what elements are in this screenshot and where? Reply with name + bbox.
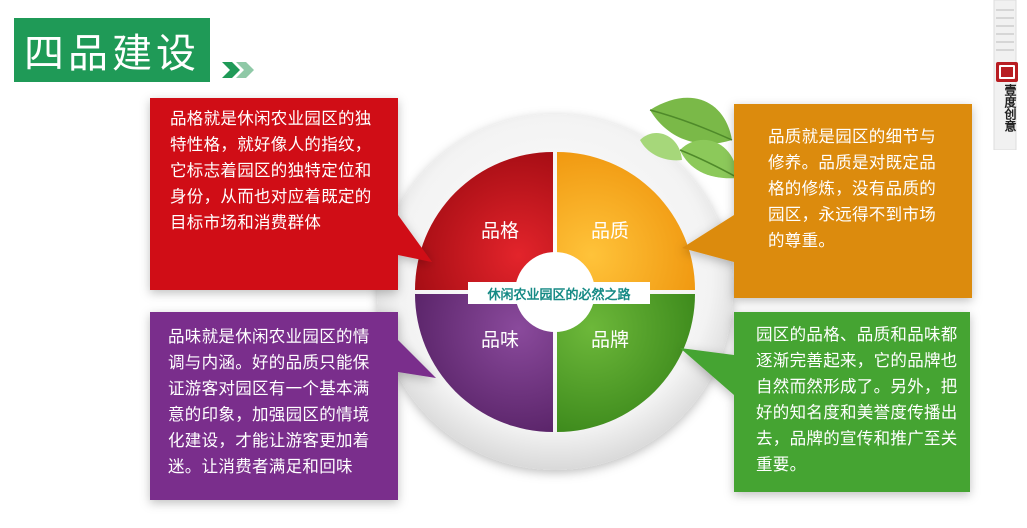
- description-pinzhi: 品质就是园区的细节与修养。品质是对既定品格的修炼，没有品质的园区，永远得不到市场…: [768, 127, 936, 250]
- center-label: 休闲农业园区的必然之路: [468, 282, 650, 304]
- quadrant-pinpai: [557, 294, 695, 432]
- callout-purple: [150, 312, 436, 500]
- quadrant-pinwei: [415, 294, 553, 432]
- quadrant-pinzhi: [557, 152, 695, 290]
- quadrant-pinge: [415, 152, 553, 290]
- quadrant-label-pinzhi: 品质: [591, 220, 629, 242]
- leaves-icon: [640, 97, 739, 179]
- description-pinpai: 园区的品格、品质和品味都逐渐完善起来，它的品牌也自然而然形成了。另外，把好的知名…: [756, 325, 958, 474]
- description-pinge: 品格就是休闲农业园区的独特性格，就好像人的指纹，它标志着园区的独特定位和身份，从…: [170, 109, 372, 232]
- page-title: 四品建设: [24, 31, 200, 77]
- brand-logo-icon: [996, 62, 1018, 82]
- quadrant-label-pinge: 品格: [481, 220, 519, 242]
- quadrant-label-pinpai: 品牌: [591, 329, 629, 351]
- brand-name: 壹度创意: [1003, 84, 1017, 132]
- double-chevron-right-icon: [222, 62, 254, 78]
- callout-red: [150, 98, 432, 290]
- description-pinwei: 品味就是休闲农业园区的情调与内涵。好的品质只能保证游客对园区有一个基本满意的印象…: [168, 327, 370, 476]
- callout-green: [680, 312, 970, 492]
- quadrant-label-pinwei: 品味: [481, 329, 519, 351]
- callout-orange: [682, 104, 972, 298]
- title-banner: 四品建设: [14, 18, 210, 82]
